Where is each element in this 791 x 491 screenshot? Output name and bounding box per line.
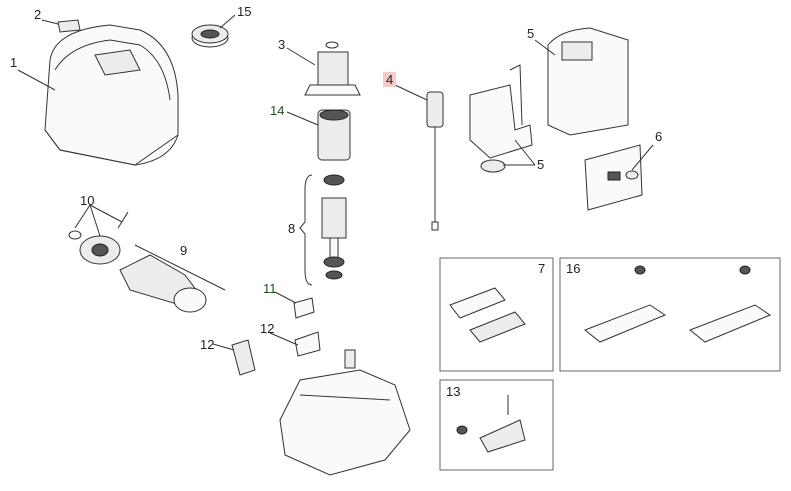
label-1: 1: [10, 55, 18, 70]
board-part-6[interactable]: [584, 144, 643, 211]
label-5b: 5: [537, 157, 545, 172]
label-10: 10: [80, 193, 95, 208]
label-3: 3: [278, 37, 286, 52]
cover-part-1[interactable]: [44, 24, 179, 166]
label-8: 8: [288, 221, 296, 236]
base-housing[interactable]: [279, 349, 411, 476]
motor-part-3[interactable]: [304, 41, 361, 96]
label-9: 9: [180, 243, 188, 258]
label-16: 16: [566, 261, 581, 276]
box-part-7: [439, 257, 554, 372]
clip-part-12b[interactable]: [294, 331, 321, 357]
box-part-16: [559, 257, 781, 372]
brackets-part-16[interactable]: [584, 265, 772, 343]
shaft-part-8[interactable]: [299, 174, 347, 286]
label-7: 7: [538, 261, 546, 276]
block-part-11[interactable]: [293, 297, 315, 319]
label-4: 4: [383, 72, 397, 87]
label-12a: 12: [200, 337, 215, 352]
label-5a: 5: [527, 26, 535, 41]
label-12b: 12: [260, 321, 275, 336]
rotor-part-14[interactable]: [317, 109, 351, 161]
rails-part-7[interactable]: [449, 287, 526, 343]
gear-part-10[interactable]: [68, 211, 129, 265]
label-15: 15: [237, 4, 252, 19]
label-14: 14: [270, 103, 285, 118]
gearbox-part-9[interactable]: [119, 244, 226, 313]
label-6: 6: [655, 129, 663, 144]
ring-part-15[interactable]: [191, 24, 229, 48]
box-part-13: [439, 379, 554, 471]
rod-part-4[interactable]: [426, 91, 444, 231]
label-2: 2: [34, 7, 42, 22]
label-11: 11: [263, 281, 277, 296]
clip-part-12a[interactable]: [231, 339, 256, 376]
latch-part-13[interactable]: [456, 395, 526, 453]
leader-lines: [17, 14, 654, 351]
bracket-part-5[interactable]: [469, 27, 629, 173]
plate-part-2[interactable]: [57, 19, 81, 33]
label-13: 13: [446, 384, 461, 399]
